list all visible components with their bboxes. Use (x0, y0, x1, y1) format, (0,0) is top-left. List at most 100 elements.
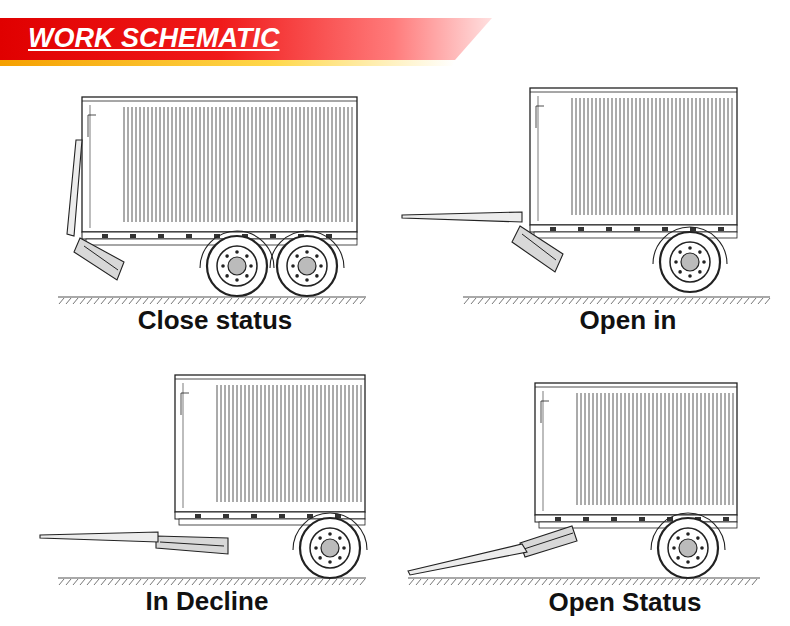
hatch-mark (220, 579, 225, 585)
truck-figure (58, 97, 366, 304)
corrugation-line (204, 107, 205, 222)
corrugation-line (633, 393, 634, 505)
status-caption: In Decline (144, 586, 271, 616)
wheel-nut (315, 274, 319, 278)
lift-mechanism (520, 526, 577, 557)
wheel-nut (245, 274, 249, 278)
hatch-mark (604, 298, 609, 304)
corrugation-line (588, 98, 589, 215)
corner-bracket (536, 106, 544, 128)
hatch-mark (646, 298, 651, 304)
frame-bolts (555, 517, 729, 521)
hub (298, 257, 316, 275)
corrugation-line (712, 98, 713, 215)
corrugation-line (597, 393, 598, 505)
corrugation-line (696, 98, 697, 215)
corrugation-line (265, 385, 266, 502)
hatch-mark (738, 579, 743, 585)
corrugation (217, 385, 361, 502)
corrugation-line (629, 393, 630, 505)
corrugation-line (361, 385, 362, 502)
hatch-mark (66, 579, 71, 585)
lift-cylinder (522, 234, 556, 260)
hatch-mark (318, 298, 323, 304)
hatch-mark (695, 298, 700, 304)
corrugation-line (681, 393, 682, 505)
corrugation-line (644, 98, 645, 215)
hatch-mark (542, 579, 547, 585)
corrugation-line (713, 393, 714, 505)
hatch-mark (227, 298, 232, 304)
corrugation-line (332, 107, 333, 222)
frame-bolt (102, 234, 108, 238)
corrugation-line (341, 385, 342, 502)
hatch-mark (576, 298, 581, 304)
corrugation-line (656, 98, 657, 215)
corrugation-line (617, 393, 618, 505)
corrugation-line (297, 385, 298, 502)
hatch-mark (339, 579, 344, 585)
corrugation-line (237, 385, 238, 502)
hatch-mark (500, 579, 505, 585)
wheel-nut (315, 254, 319, 258)
hatch-mark (675, 579, 680, 585)
hatch-mark (751, 298, 756, 304)
ground-hatch (409, 579, 757, 585)
corrugation-line (321, 385, 322, 502)
hatch-mark (213, 579, 218, 585)
wheel-nut (678, 270, 682, 274)
hatch-mark (492, 298, 497, 304)
hatch-mark (157, 579, 162, 585)
hatch-mark (640, 579, 645, 585)
hatch-mark (577, 579, 582, 585)
hatch-mark (318, 579, 323, 585)
hatch-mark (325, 579, 330, 585)
hatch-mark (681, 298, 686, 304)
hatch-mark (619, 579, 624, 585)
corner-bracket (88, 115, 96, 137)
corrugation-line (632, 98, 633, 215)
hatch-mark (87, 579, 92, 585)
hatch-mark (458, 579, 463, 585)
hatch-mark (437, 579, 442, 585)
corrugation-line (624, 98, 625, 215)
corrugation-line (653, 393, 654, 505)
corrugation-line (272, 107, 273, 222)
hatch-mark (556, 579, 561, 585)
hatch-mark (598, 579, 603, 585)
hatch-mark (115, 579, 120, 585)
corrugation-line (152, 107, 153, 222)
hatch-mark (129, 579, 134, 585)
corrugation-line (589, 393, 590, 505)
hatch-mark (101, 298, 106, 304)
hatch-mark (332, 298, 337, 304)
corrugation-line (196, 107, 197, 222)
corrugation-line (705, 393, 706, 505)
hatch-mark (724, 579, 729, 585)
corrugation-line (232, 107, 233, 222)
hatch-mark (527, 298, 532, 304)
corrugation-line (264, 107, 265, 222)
hatch-mark (164, 579, 169, 585)
corrugation-line (308, 107, 309, 222)
frame-bolt (606, 227, 612, 231)
wheel-nut (328, 560, 332, 564)
hatch-mark (360, 298, 365, 304)
hatch-mark (486, 579, 491, 585)
frame-bolt (639, 517, 645, 521)
wheel-nut (328, 532, 332, 536)
cargo-box (535, 383, 737, 515)
hatch-mark (661, 579, 666, 585)
corrugation-line (176, 107, 177, 222)
wheel-nut (318, 556, 322, 560)
frame-bolt (158, 234, 164, 238)
wheel-nut (688, 274, 692, 278)
hatch-mark (765, 298, 770, 304)
corrugation-line (285, 385, 286, 502)
hatch-mark (283, 579, 288, 585)
hatch-mark (654, 579, 659, 585)
hatch-mark (569, 298, 574, 304)
wheel-nut (698, 270, 702, 274)
hatch-mark (548, 298, 553, 304)
